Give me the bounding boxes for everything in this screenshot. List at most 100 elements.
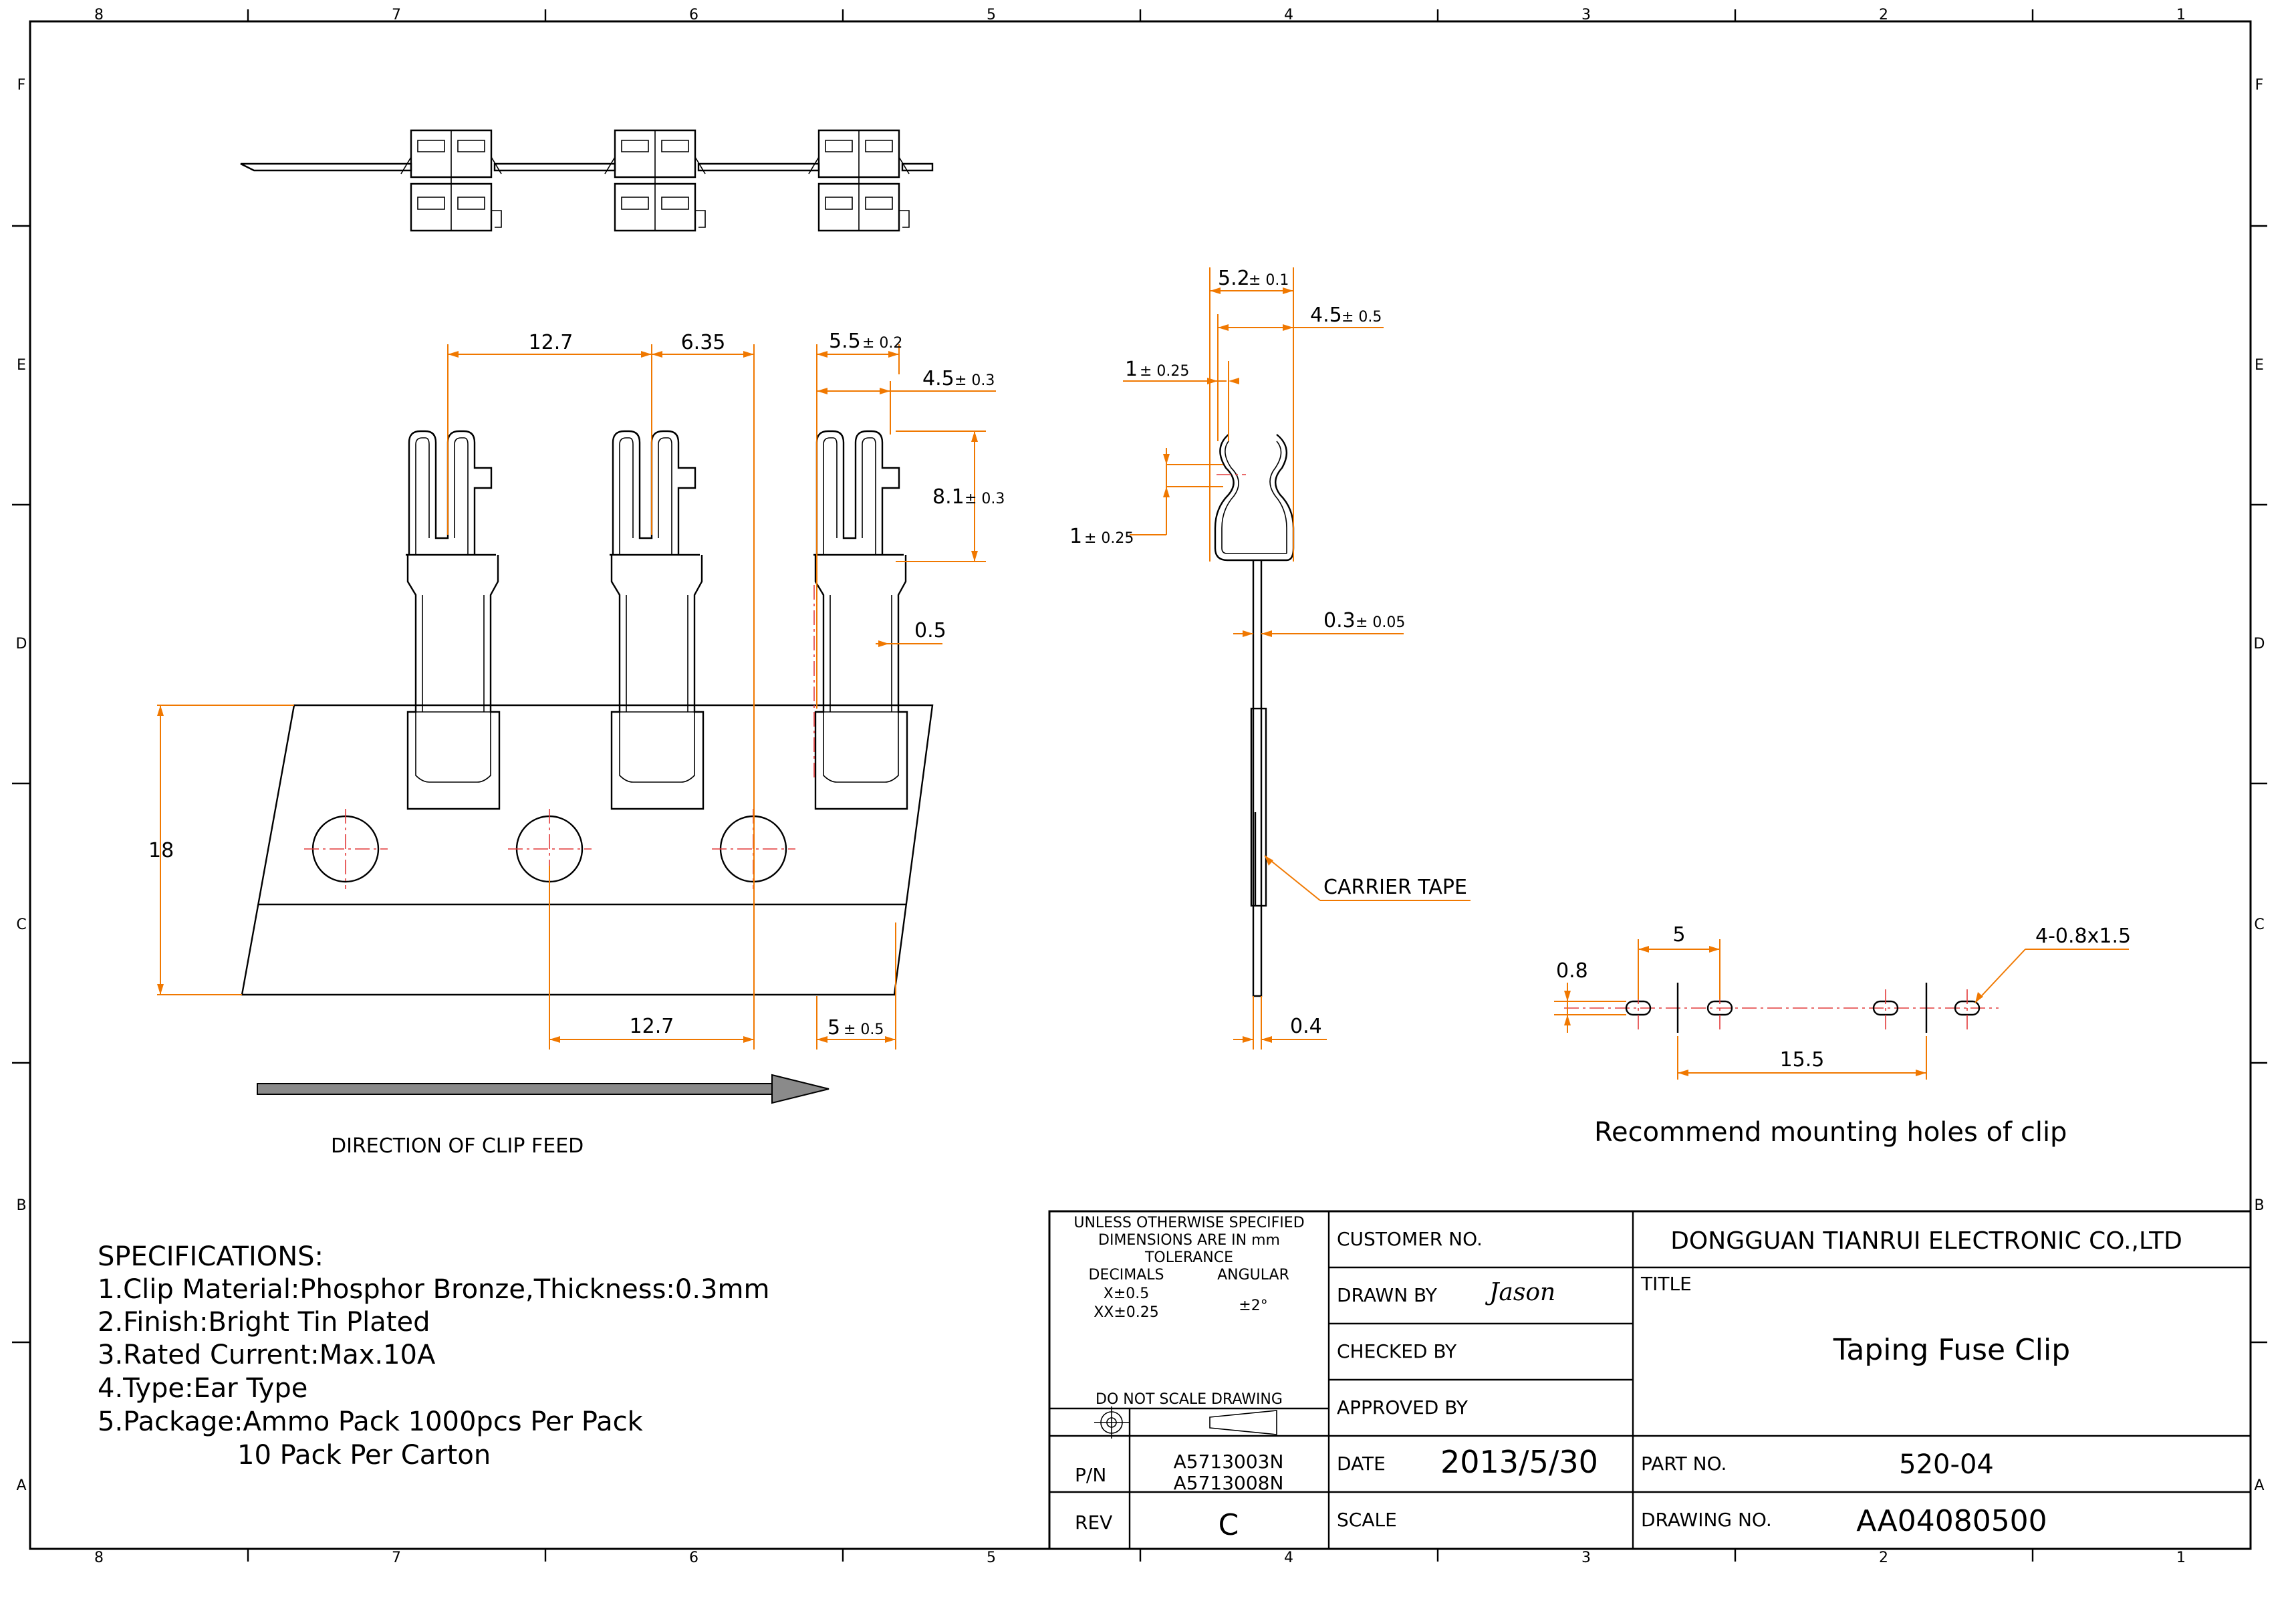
dim-side-inner: 4.5 <box>1310 303 1342 327</box>
row-label: D <box>2254 636 2265 652</box>
row-label: F <box>17 77 26 94</box>
top-view <box>240 129 934 232</box>
frame-col-labels: 8 7 6 5 4 3 2 1 8 7 6 5 4 3 2 1 <box>94 7 2186 1566</box>
col-label: 6 <box>689 7 698 23</box>
dim-thickness: 0.3 <box>1323 609 1356 632</box>
tol-line2: DIMENSIONS ARE IN mm <box>1098 1232 1280 1249</box>
frame-ticks <box>12 9 2267 1562</box>
dim-thickness-tol: ± 0.05 <box>1356 614 1405 631</box>
col-label: 2 <box>1879 7 1888 23</box>
dim-pitch-a: 12.7 <box>529 331 573 354</box>
pn-label: P/N <box>1075 1464 1106 1486</box>
date-value: 2013/5/30 <box>1440 1444 1598 1480</box>
date-label: DATE <box>1337 1453 1386 1475</box>
row-label: A <box>16 1477 26 1494</box>
dim-bump-upper-tol: ± 0.25 <box>1140 363 1189 380</box>
carrier-tape-label: CARRIER TAPE <box>1323 876 1467 899</box>
row-label: E <box>17 357 26 374</box>
row-label: B <box>16 1197 26 1214</box>
company-name: DONGGUAN TIANRUI ELECTRONIC CO.,LTD <box>1670 1227 2182 1255</box>
dim-pitch-b: 12.7 <box>630 1015 674 1038</box>
front-dimensions: 12.7 6.35 5.5 ± 0.2 4.5 ± 0.3 8.1 ± 0.3 … <box>148 330 1005 1050</box>
col-label: 2 <box>1879 1550 1888 1566</box>
drawn-label: DRAWN BY <box>1337 1284 1438 1306</box>
angular-label: ANGULAR <box>1217 1267 1289 1283</box>
decimals-xx: XX±0.25 <box>1094 1304 1159 1321</box>
drawing-label: DRAWING NO. <box>1641 1509 1772 1531</box>
dim-bump-upper: 1 <box>1125 358 1138 381</box>
col-label: 6 <box>689 1550 698 1566</box>
rev-value: C <box>1219 1508 1239 1542</box>
spec-line: 3.Rated Current:Max.10A <box>98 1340 436 1370</box>
dim-clip-inner: 4.5 <box>922 367 954 390</box>
dim-side-inner-tol: ± 0.5 <box>1342 309 1382 326</box>
title-block: UNLESS OTHERWISE SPECIFIED DIMENSIONS AR… <box>1048 1210 2252 1550</box>
dim-base-offset-tol: ± 0.5 <box>844 1021 884 1038</box>
col-label: 8 <box>94 7 104 23</box>
col-label: 8 <box>94 1550 104 1566</box>
dim-clip-inner-tol: ± 0.3 <box>954 372 995 389</box>
dim-clip-height: 8.1 <box>932 485 965 509</box>
side-dimensions: 5.2 ± 0.1 4.5 ± 0.5 1 ± 0.25 1 ± 0.25 0.… <box>1069 267 1471 1050</box>
drawn-value: Jason <box>1485 1279 1555 1306</box>
spec-line: 5.Package:Ammo Pack 1000pcs Per Pack <box>98 1406 644 1437</box>
row-label: B <box>2254 1197 2264 1214</box>
pn-2: A5713008N <box>1174 1472 1284 1494</box>
col-label: 3 <box>1581 1550 1591 1566</box>
dim-base-offset: 5 <box>827 1016 840 1039</box>
row-label: C <box>2254 916 2264 933</box>
title-value: Taping Fuse Clip <box>1833 1333 2070 1367</box>
col-label: 1 <box>2176 7 2186 23</box>
spec-line: 2.Finish:Bright Tin Plated <box>98 1307 430 1338</box>
dim-side-top-tol: ± 0.1 <box>1249 272 1289 289</box>
dim-tape-thickness: 0.4 <box>1290 1015 1322 1038</box>
spec-line: 1.Clip Material:Phosphor Bronze,Thicknes… <box>98 1274 769 1305</box>
drawing-value: AA04080500 <box>1856 1504 2047 1538</box>
col-label: 5 <box>987 7 996 23</box>
do-not-scale: DO NOT SCALE DRAWING <box>1096 1391 1283 1408</box>
tol-line3: TOLERANCE <box>1144 1249 1233 1266</box>
checked-label: CHECKED BY <box>1337 1340 1457 1362</box>
direction-label: DIRECTION OF CLIP FEED <box>331 1134 584 1158</box>
dim-side-top: 5.2 <box>1218 267 1250 290</box>
side-view <box>1214 434 1295 997</box>
row-label: F <box>2255 77 2264 94</box>
col-label: 7 <box>392 7 401 23</box>
dim-clip-height-tol: ± 0.3 <box>965 491 1005 507</box>
part-label: PART NO. <box>1641 1453 1727 1475</box>
row-label: A <box>2254 1477 2264 1494</box>
col-label: 4 <box>1284 1550 1293 1566</box>
mounting-holes-view: 5 4-0.8x1.5 0.8 15.5 Recommend mounting … <box>1554 923 2131 1148</box>
row-label: E <box>2255 357 2264 374</box>
decimals-x: X±0.5 <box>1104 1285 1150 1302</box>
dim-bump-lower: 1 <box>1069 525 1082 548</box>
tol-line1: UNLESS OTHERWISE SPECIFIED <box>1073 1215 1304 1231</box>
row-label: D <box>16 636 27 652</box>
frame-row-labels: F E D C B A F E D C B A <box>16 77 2265 1494</box>
front-view <box>241 430 934 996</box>
pn-1: A5713003N <box>1174 1451 1284 1473</box>
dim-hole-height: 0.8 <box>1556 959 1588 983</box>
col-label: 3 <box>1581 7 1591 23</box>
dim-hole-pitch: 5 <box>1672 923 1685 947</box>
customer-label: CUSTOMER NO. <box>1337 1228 1483 1250</box>
col-label: 7 <box>392 1550 401 1566</box>
dim-clip-width: 5.5 <box>829 330 861 353</box>
dim-hole-size: 4-0.8x1.5 <box>2035 924 2131 948</box>
spec-line: 10 Pack Per Carton <box>237 1440 491 1471</box>
dim-half-pitch: 6.35 <box>681 331 726 354</box>
rev-label: REV <box>1075 1511 1112 1533</box>
title-label: TITLE <box>1640 1273 1692 1295</box>
dim-hole-span: 15.5 <box>1780 1048 1825 1072</box>
col-label: 1 <box>2176 1550 2186 1566</box>
angular-value: ±2° <box>1239 1298 1267 1314</box>
col-label: 4 <box>1284 7 1293 23</box>
spec-line: 4.Type:Ear Type <box>98 1373 307 1404</box>
dim-clip-width-tol: ± 0.2 <box>862 335 902 352</box>
specifications: SPECIFICATIONS: 1.Clip Material:Phosphor… <box>98 1241 769 1471</box>
scale-label: SCALE <box>1337 1509 1397 1531</box>
mounting-label: Recommend mounting holes of clip <box>1594 1117 2067 1148</box>
dim-tape-height: 18 <box>148 839 174 862</box>
col-label: 5 <box>987 1550 996 1566</box>
